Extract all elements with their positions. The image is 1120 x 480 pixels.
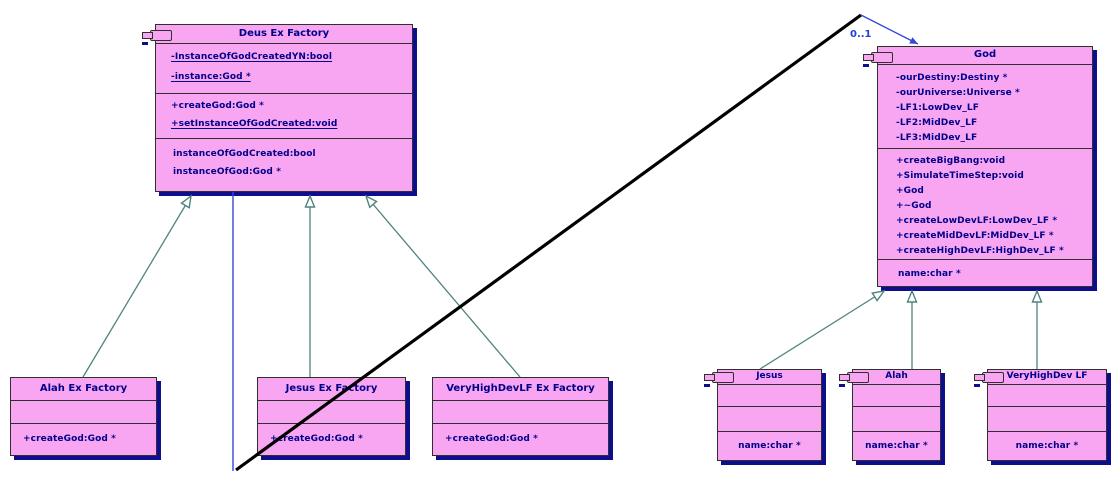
class-title: Alah Ex Factory: [11, 378, 156, 401]
class-jesus: Jesus name:char *: [704, 369, 822, 461]
operation: +createMidDevLF:MidDev_LF *: [896, 231, 1054, 241]
class-icon: [704, 372, 734, 387]
class-veryhighdev-lf: VeryHighDev LF name:char *: [974, 369, 1107, 461]
operation: +createLowDevLF:LowDev_LF *: [896, 216, 1058, 226]
properties-compartment: instanceOfGodCreated:bool instanceOfGod:…: [156, 139, 412, 190]
attribute: -LF3:MidDev_LF: [896, 133, 978, 143]
attribute: -LF2:MidDev_LF: [896, 118, 978, 128]
class-icon: [974, 372, 1004, 387]
operation: +setInstanceOfGodCreated:void: [171, 119, 338, 129]
generalization-vhdfactory-to-deus: [366, 196, 521, 378]
class-deus-ex-factory: Deus Ex Factory -InstanceOfGodCreatedYN:…: [142, 24, 413, 192]
operations-compartment: +createGod:God *: [258, 424, 405, 454]
properties-compartment: name:char *: [988, 432, 1106, 459]
attributes-compartment: [258, 401, 405, 424]
class-icon: [863, 52, 893, 67]
operations-compartment: [718, 407, 821, 432]
properties-compartment: name:char *: [853, 432, 940, 459]
class-alah-ex-factory: Alah Ex Factory +createGod:God *: [10, 377, 157, 456]
attributes-compartment: [853, 385, 940, 407]
attributes-compartment: [718, 385, 821, 407]
class-title: VeryHighDevLF Ex Factory: [433, 378, 608, 401]
association-multiplicity-label: 0..1: [850, 29, 872, 40]
attribute: -InstanceOfGodCreatedYN:bool: [171, 52, 333, 62]
property: name:char *: [1015, 441, 1079, 451]
class-icon: [839, 372, 869, 387]
attribute: -LF1:LowDev_LF: [896, 103, 979, 113]
operation: +createGod:God *: [23, 434, 116, 444]
properties-compartment: name:char *: [718, 432, 821, 459]
property: instanceOfGod:God *: [173, 167, 282, 177]
operations-compartment: +createGod:God * +setInstanceOfGodCreate…: [156, 94, 412, 139]
class-alah: Alah name:char *: [839, 369, 941, 461]
generalization-jesus-to-god: [759, 291, 884, 370]
operation: +createGod:God *: [171, 101, 264, 111]
attributes-compartment: [988, 385, 1106, 407]
property: name:char *: [898, 269, 961, 279]
property: name:char *: [865, 441, 928, 451]
attribute: -ourDestiny:Destiny *: [896, 73, 1008, 83]
operations-compartment: +createGod:God *: [11, 424, 156, 454]
class-title: God: [878, 47, 1092, 65]
operations-compartment: +createBigBang:void +SimulateTimeStep:vo…: [878, 149, 1092, 260]
attributes-compartment: [433, 401, 608, 424]
operation: +createGod:God *: [445, 434, 538, 444]
attribute: -ourUniverse:Universe *: [896, 88, 1020, 98]
attributes-compartment: -InstanceOfGodCreatedYN:bool -instance:G…: [156, 44, 412, 94]
class-title: VeryHighDev LF: [988, 370, 1106, 385]
attributes-compartment: -ourDestiny:Destiny * -ourUniverse:Unive…: [878, 65, 1092, 149]
properties-compartment: name:char *: [878, 260, 1092, 288]
operation: +createHighDevLF:HighDev_LF *: [896, 246, 1064, 256]
class-jesus-ex-factory: Jesus Ex Factory +createGod:God *: [257, 377, 406, 456]
operation: +God: [896, 186, 924, 196]
operations-compartment: [988, 407, 1106, 432]
attributes-compartment: [11, 401, 156, 424]
class-veryhighdevlf-ex-factory: VeryHighDevLF Ex Factory +createGod:God …: [432, 377, 609, 456]
class-god: God -ourDestiny:Destiny * -ourUniverse:U…: [863, 46, 1093, 288]
class-title: Alah: [853, 370, 940, 385]
operations-compartment: [853, 407, 940, 432]
property: name:char *: [738, 441, 801, 451]
class-title: Deus Ex Factory: [156, 25, 412, 44]
operation: +createGod:God *: [270, 434, 363, 444]
operations-compartment: +createGod:God *: [433, 424, 608, 454]
operation: +createBigBang:void: [896, 156, 1006, 166]
generalization-alahfactory-to-deus: [82, 196, 191, 378]
operation: +SimulateTimeStep:void: [896, 171, 1024, 181]
class-icon: [142, 30, 172, 45]
property: instanceOfGodCreated:bool: [173, 149, 316, 159]
class-title: Jesus Ex Factory: [258, 378, 405, 401]
attribute: -instance:God *: [171, 72, 251, 82]
operation: +~God: [896, 201, 932, 211]
